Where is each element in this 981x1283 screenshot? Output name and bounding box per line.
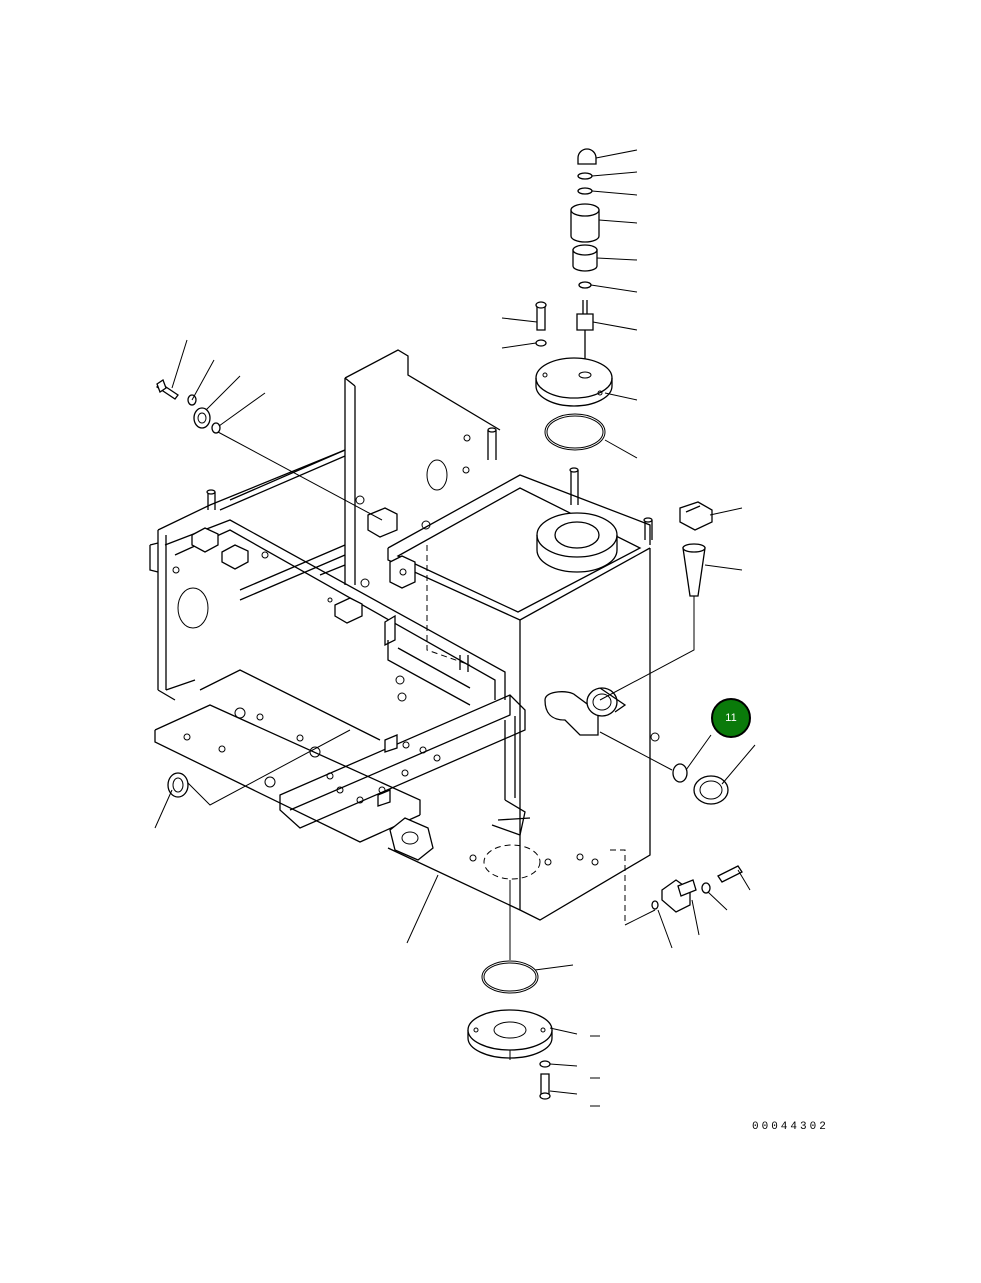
leader-lines — [154, 149, 756, 1107]
drawing-number: 00044302 — [752, 1121, 829, 1133]
left-bolt-assembly — [156, 379, 383, 806]
top-cover-assembly — [535, 148, 613, 451]
frame-assembly — [149, 349, 531, 843]
bottom-cover-assembly — [467, 880, 553, 1100]
right-parts — [599, 501, 743, 926]
callout-11-button[interactable]: 11 — [711, 698, 751, 738]
hydraulic-tank — [387, 467, 660, 925]
